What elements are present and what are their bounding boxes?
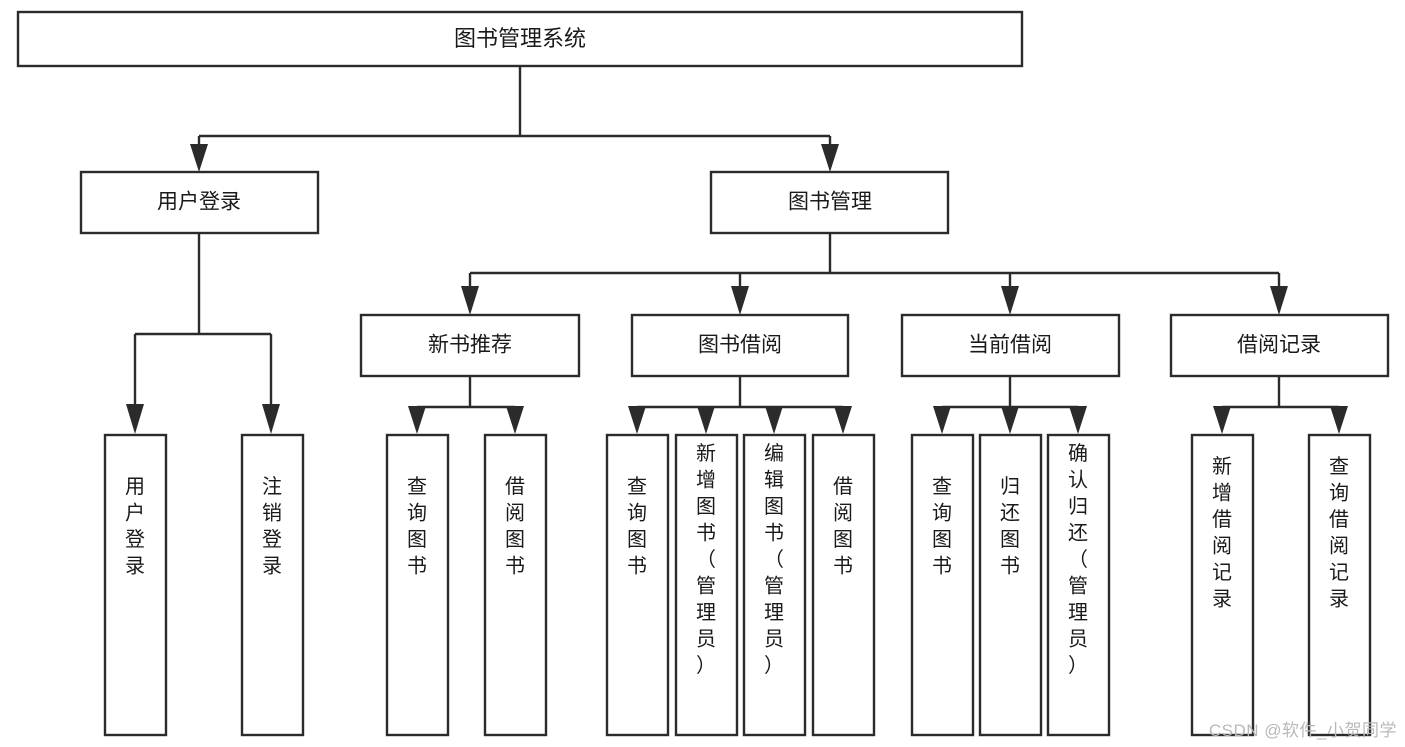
node-leaf-user-login[interactable]: 用户登录 xyxy=(103,433,168,737)
node-leaf-query-book-3-label: 查询图书 xyxy=(932,475,952,578)
connector-group-new-book-recommend xyxy=(408,376,524,434)
arrow-head-leaf-return-book xyxy=(1001,406,1019,434)
arrow-head-leaf-query-book-2 xyxy=(628,406,646,434)
node-leaf-query-record[interactable]: 查询借阅记录 xyxy=(1307,433,1372,737)
node-leaf-borrow-book-2-label: 借阅图书 xyxy=(833,475,853,578)
node-leaf-user-login-label: 用户登录 xyxy=(125,476,145,578)
node-leaf-edit-book-label: 编辑图书（管理员） xyxy=(764,442,784,677)
node-leaf-user-login-box[interactable] xyxy=(103,433,168,737)
node-leaf-confirm-return-label: 确认归还（管理员） xyxy=(1068,442,1088,677)
node-new-book-recommend[interactable]: 新书推荐 xyxy=(359,313,581,378)
node-user-login[interactable]: 用户登录 xyxy=(79,170,320,235)
node-leaf-query-book-3[interactable]: 查询图书 xyxy=(910,433,975,737)
node-root-label: 图书管理系统 xyxy=(454,26,586,51)
node-leaf-return-book-label: 归还图书 xyxy=(1000,475,1020,578)
node-leaf-confirm-return[interactable]: 确认归还（管理员） xyxy=(1046,433,1111,737)
node-leaf-borrow-book-2-box[interactable] xyxy=(811,433,876,737)
node-leaf-logout-login-label: 注销登录 xyxy=(262,475,282,578)
node-leaf-query-book-3-box[interactable] xyxy=(910,433,975,737)
node-book-management-label: 图书管理 xyxy=(788,191,872,214)
arrow-head-book-borrow xyxy=(731,286,749,315)
node-leaf-query-book-1[interactable]: 查询图书 xyxy=(385,433,450,737)
node-leaf-add-book[interactable]: 新增图书（管理员） xyxy=(674,433,739,737)
node-leaf-add-book-box[interactable] xyxy=(674,433,739,737)
node-leaf-add-record[interactable]: 新增借阅记录 xyxy=(1190,433,1255,737)
arrow-head-user-login xyxy=(190,144,208,172)
arrow-head-leaf-edit-book xyxy=(765,406,783,434)
arrow-head-leaf-borrow-book-2 xyxy=(834,406,852,434)
node-leaf-query-book-1-box[interactable] xyxy=(385,433,450,737)
node-leaf-edit-book-box[interactable] xyxy=(742,433,807,737)
node-leaf-logout-login[interactable]: 注销登录 xyxy=(240,433,305,737)
arrow-head-leaf-logout-login xyxy=(262,404,280,434)
arrow-head-leaf-query-book-1 xyxy=(408,406,426,434)
node-current-borrow-label: 当前借阅 xyxy=(968,334,1052,357)
arrow-head-leaf-add-record xyxy=(1213,406,1231,434)
node-user-login-label: 用户登录 xyxy=(157,191,241,214)
node-current-borrow-box[interactable] xyxy=(900,313,1121,378)
arrow-head-leaf-confirm-return xyxy=(1069,406,1087,434)
node-leaf-query-book-2[interactable]: 查询图书 xyxy=(605,433,670,737)
connector-group-user-login xyxy=(126,233,280,434)
node-borrow-record[interactable]: 借阅记录 xyxy=(1169,313,1390,378)
node-book-borrow-label: 图书借阅 xyxy=(698,334,782,357)
connector-group-borrow-record xyxy=(1213,376,1348,434)
node-new-book-recommend-box[interactable] xyxy=(359,313,581,378)
node-book-borrow[interactable]: 图书借阅 xyxy=(630,313,850,378)
node-leaf-borrow-book-1[interactable]: 借阅图书 xyxy=(483,433,548,737)
node-borrow-record-box[interactable] xyxy=(1169,313,1390,378)
connector-group-book-management xyxy=(461,233,1288,315)
node-leaf-add-book-label: 新增图书（管理员） xyxy=(696,442,716,677)
node-book-borrow-box[interactable] xyxy=(630,313,850,378)
node-leaf-borrow-book-1-label: 借阅图书 xyxy=(505,475,525,578)
node-book-management-box[interactable] xyxy=(709,170,950,235)
node-root-box[interactable] xyxy=(16,10,1024,68)
node-new-book-recommend-label: 新书推荐 xyxy=(428,334,512,357)
node-leaf-query-book-2-box[interactable] xyxy=(605,433,670,737)
connector-group-root xyxy=(190,66,839,172)
node-leaf-borrow-book-2[interactable]: 借阅图书 xyxy=(811,433,876,737)
node-leaf-return-book[interactable]: 归还图书 xyxy=(978,433,1043,737)
node-leaf-add-record-box[interactable] xyxy=(1190,433,1255,737)
connector-group-book-borrow xyxy=(628,376,852,434)
arrow-head-new-book-recommend xyxy=(461,286,479,315)
arrow-head-leaf-add-book xyxy=(697,406,715,434)
arrow-head-current-borrow xyxy=(1001,286,1019,315)
node-leaf-add-record-label: 新增借阅记录 xyxy=(1212,455,1232,611)
node-leaf-query-book-2-label: 查询图书 xyxy=(627,475,647,578)
node-user-login-box[interactable] xyxy=(79,170,320,235)
node-leaf-query-record-box[interactable] xyxy=(1307,433,1372,737)
node-leaf-borrow-book-1-box[interactable] xyxy=(483,433,548,737)
node-leaf-confirm-return-box[interactable] xyxy=(1046,433,1111,737)
node-leaf-return-book-box[interactable] xyxy=(978,433,1043,737)
arrow-head-leaf-query-book-3 xyxy=(933,406,951,434)
arrow-head-leaf-borrow-book-1 xyxy=(506,406,524,434)
arrow-head-borrow-record xyxy=(1270,286,1288,315)
node-leaf-edit-book[interactable]: 编辑图书（管理员） xyxy=(742,433,807,737)
node-borrow-record-label: 借阅记录 xyxy=(1237,334,1321,357)
node-leaf-logout-login-box[interactable] xyxy=(240,433,305,737)
arrow-head-book-management xyxy=(821,144,839,172)
node-root[interactable]: 图书管理系统 xyxy=(16,10,1024,68)
node-leaf-query-book-1-label: 查询图书 xyxy=(407,475,427,578)
node-leaf-query-record-label: 查询借阅记录 xyxy=(1329,455,1349,611)
node-book-management[interactable]: 图书管理 xyxy=(709,170,950,235)
connector-group-current-borrow xyxy=(933,376,1087,434)
node-current-borrow[interactable]: 当前借阅 xyxy=(900,313,1121,378)
arrow-head-leaf-query-record xyxy=(1330,406,1348,434)
arrow-head-leaf-user-login xyxy=(126,404,144,434)
